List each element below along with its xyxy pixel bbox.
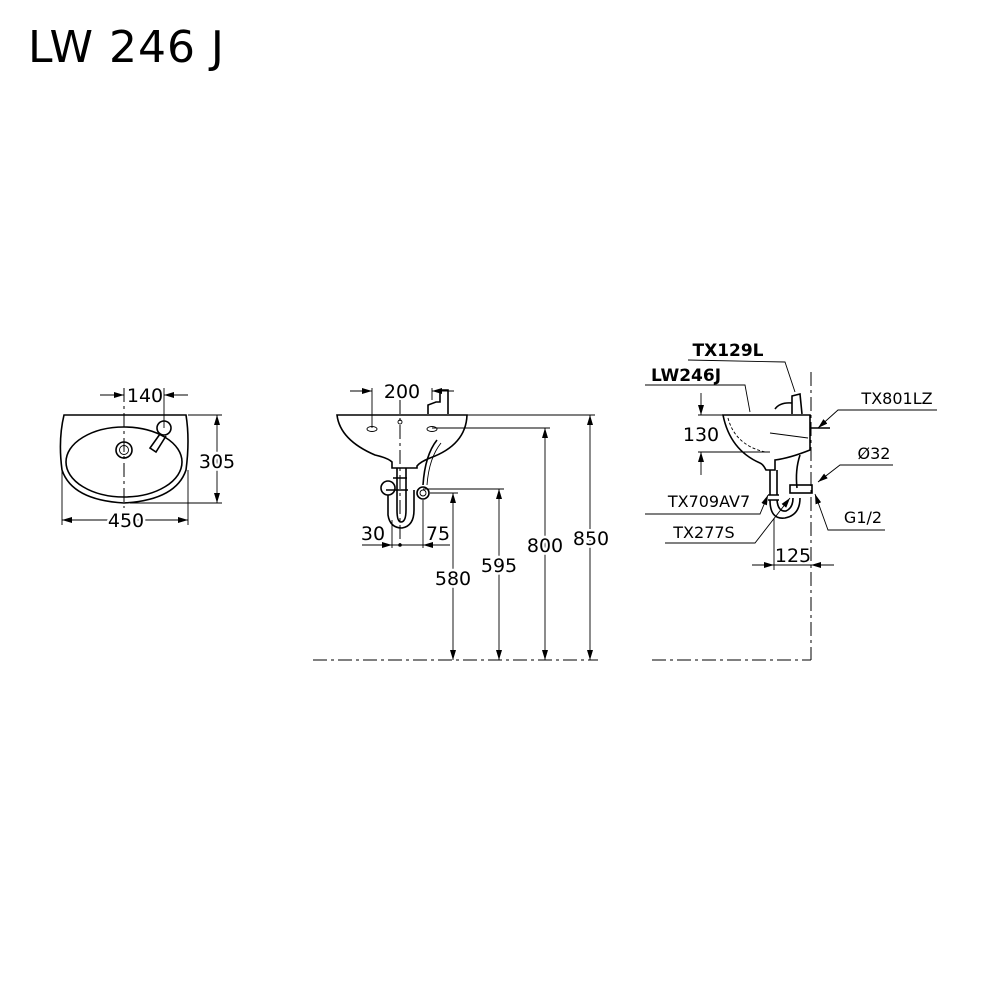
top-view: 140 305 450	[59, 385, 238, 535]
faucet-icon	[427, 389, 449, 414]
label-trap: TX277S	[672, 523, 734, 542]
label-pipe-diameter: Ø32	[858, 444, 891, 463]
dim-125: 125	[775, 545, 811, 567]
drawing-title: LW 246 J	[28, 22, 225, 73]
label-faucet: TX129L	[692, 341, 763, 361]
dim-30: 30	[361, 523, 385, 545]
front-view: 200 850 800 595 580 30 75	[313, 381, 612, 661]
dim-305: 305	[199, 451, 235, 473]
label-valve: TX709AV7	[667, 492, 750, 511]
dim-75: 75	[426, 523, 450, 545]
dim-140: 140	[127, 385, 163, 407]
dim-580: 580	[435, 568, 471, 590]
label-bracket: TX801LZ	[860, 389, 932, 408]
side-view: TX129L LW246J TX801LZ Ø32 G1/2 TX709AV7 …	[645, 341, 937, 661]
label-thread: G1/2	[844, 508, 882, 527]
dim-800: 800	[527, 535, 563, 557]
dim-200: 200	[384, 381, 420, 403]
label-basin: LW246J	[651, 366, 721, 386]
dim-130: 130	[683, 424, 719, 446]
dim-850: 850	[573, 528, 609, 550]
valve-icon	[416, 486, 430, 500]
faucet-icon	[774, 392, 803, 415]
dim-450: 450	[108, 510, 144, 532]
dim-595: 595	[481, 555, 517, 577]
